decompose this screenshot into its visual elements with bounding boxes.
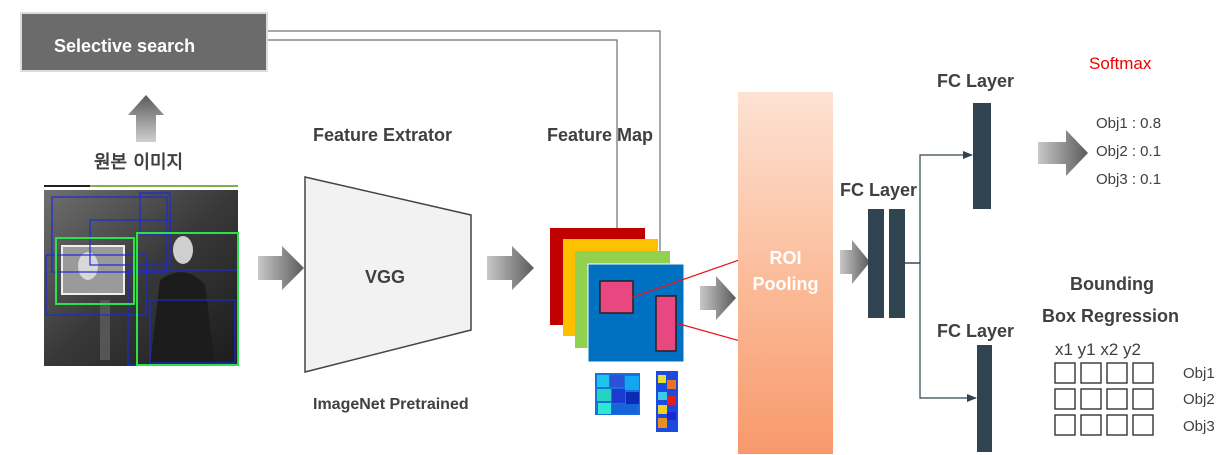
- imagenet-label: ImageNet Pretrained: [313, 396, 469, 413]
- up-arrow-icon: [128, 95, 164, 142]
- pooled-heatmap-1: [595, 373, 640, 415]
- roi-label-line2: Pooling: [752, 274, 819, 294]
- arrow-image-to-vgg: [258, 246, 304, 290]
- fc-layer-bottom-label: FC Layer: [937, 321, 1015, 341]
- softmax-output-1: Obj1 : 0.8: [1096, 115, 1162, 132]
- roi-pooling-label: ROI Pooling: [738, 245, 833, 297]
- arrow-featuremap-to-roi: [700, 276, 736, 320]
- bbox-label-line1: Bounding: [1070, 274, 1154, 294]
- feature-map-stack: [550, 228, 685, 363]
- roi-box-1: [599, 280, 634, 314]
- fc-block-bottom: [977, 345, 992, 452]
- feature-map-label: Feature Map: [547, 125, 654, 145]
- feature-extractor-label: Feature Extrator: [313, 125, 453, 145]
- fc-block-1: [868, 209, 884, 318]
- vgg-label: VGG: [365, 267, 406, 287]
- arrow-roi-to-fc: [840, 240, 870, 284]
- roi-box-2: [655, 295, 677, 352]
- roi-label-line1: ROI: [769, 248, 802, 268]
- softmax-label: Softmax: [1089, 54, 1152, 73]
- fc-layer-top-label: FC Layer: [937, 71, 1015, 91]
- bbox-label-line2: Box Regression: [1042, 306, 1180, 326]
- bbox-row-label-2: Obj2: [1183, 391, 1215, 408]
- bbox-row-label-1: Obj1: [1183, 365, 1215, 382]
- roi-pooling-bar: [738, 92, 833, 454]
- fc-block-top: [973, 103, 991, 209]
- bbox-coords-header: x1 y1 x2 y2: [1055, 340, 1141, 359]
- original-image: [44, 185, 239, 366]
- pooled-heatmap-2: [656, 371, 678, 432]
- fc-block-2: [889, 209, 905, 318]
- arrow-vgg-to-featuremap: [487, 246, 534, 290]
- bbox-grid: [1054, 362, 1154, 436]
- original-image-label: 원본 이미지: [94, 152, 184, 173]
- fc-layer-mid-label: FC Layer: [840, 180, 918, 200]
- softmax-output-3: Obj3 : 0.1: [1096, 171, 1162, 188]
- selective-search-connector-lines: [268, 30, 661, 300]
- bbox-row-label-3: Obj3: [1183, 418, 1215, 435]
- selective-search-label: Selective search: [54, 36, 196, 56]
- softmax-output-2: Obj2 : 0.1: [1096, 143, 1162, 160]
- fc-branch-connectors: [905, 151, 977, 402]
- vgg-trapezoid: [304, 176, 472, 373]
- selective-search-box: [20, 12, 268, 72]
- arrow-fc-to-softmax: [1038, 130, 1088, 176]
